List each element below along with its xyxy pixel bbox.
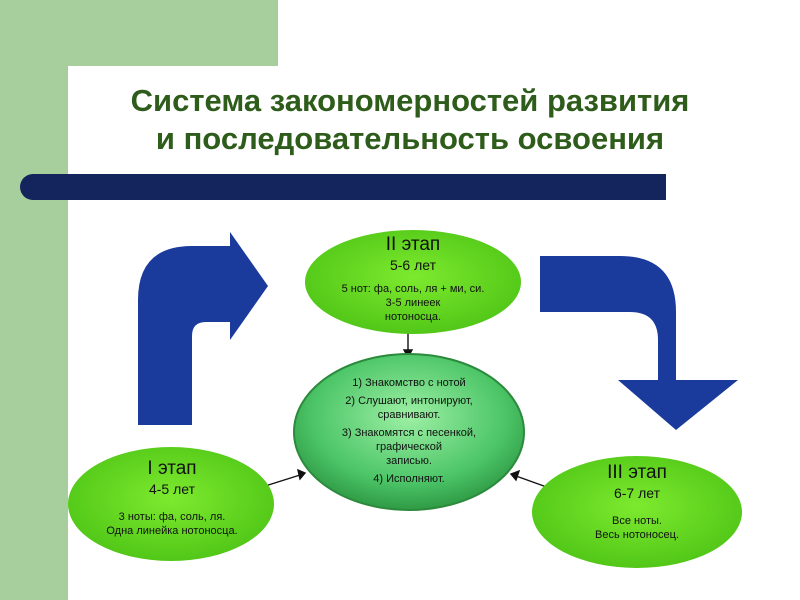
title-line-1: Система закономерностей развития [130, 83, 690, 118]
step-2-line-1: 2) Слушают, интонируют, [345, 395, 473, 407]
center-ellipse [293, 353, 525, 511]
step-1: 1) Знакомство с нотой [352, 377, 466, 389]
stage-1-age: 4-5 лет [148, 481, 196, 497]
right-curved-arrow [540, 256, 738, 430]
stage-2-age: 5-6 лет [389, 257, 437, 273]
stage-3-ellipse [532, 456, 742, 568]
stage-1-ellipse [68, 447, 274, 561]
stage-1-name: I этап [147, 458, 197, 479]
step-4: 4) Исполняют. [373, 473, 445, 485]
stage-2-desc-line-3: нотоносца. [384, 311, 442, 323]
title-underline-bar [20, 174, 666, 200]
stage-3-name: III этап [607, 462, 667, 483]
step-3-line-1: 3) Знакомятся с песенкой, [341, 427, 477, 439]
stage-2-text: II этап 5-6 лет 5 нот: фа, соль, ля + ми… [305, 234, 521, 324]
stage-3-desc-line-2: Весь нотоносец. [595, 529, 679, 541]
stage-1-desc-line-1: 3 ноты: фа, соль, ля. [118, 511, 226, 523]
side-decor-band [0, 0, 68, 600]
stage-3-text: III этап 6-7 лет Все ноты. Весь нотоносе… [534, 462, 740, 542]
slide-title: Система закономерностей развития и после… [70, 82, 750, 158]
stage-2-ellipse [305, 230, 521, 334]
stage-2-desc-line-2: 3-5 линеек [385, 297, 441, 309]
stage-1-desc: 3 ноты: фа, соль, ля. Одна линейка нотон… [70, 510, 274, 538]
stage-2-desc: 5 нот: фа, соль, ля + ми, си. 3-5 линеек… [305, 282, 521, 324]
title-line-2: и последовательность освоения [155, 121, 665, 156]
center-steps-list: 1) Знакомство с нотой 2) Слушают, интони… [300, 376, 518, 490]
stage-3-age: 6-7 лет [613, 485, 661, 501]
stage-1-text: I этап 4-5 лет 3 ноты: фа, соль, ля. Одн… [70, 458, 274, 538]
stage-2-desc-line-1: 5 нот: фа, соль, ля + ми, си. [341, 283, 485, 295]
step-3: 3) Знакомятся с песенкой, графической за… [300, 426, 518, 468]
left-curved-arrow [138, 232, 268, 425]
step-2: 2) Слушают, интонируют, сравнивают. [300, 394, 518, 422]
step-3-line-2: графической [376, 441, 442, 453]
step-3-line-3: записью. [386, 455, 432, 467]
stage-3-desc-line-1: Все ноты. [612, 515, 662, 527]
step-2-line-2: сравнивают. [377, 409, 441, 421]
stage-1-desc-line-2: Одна линейка нотоносца. [106, 525, 238, 537]
stage-2-name: II этап [385, 234, 441, 255]
stage-3-desc: Все ноты. Весь нотоносец. [534, 514, 740, 542]
top-decor-band [0, 0, 278, 66]
